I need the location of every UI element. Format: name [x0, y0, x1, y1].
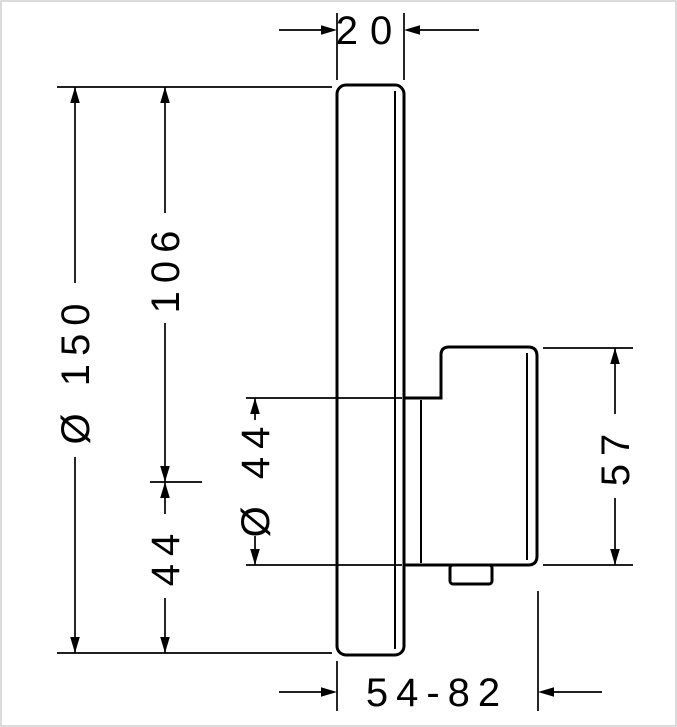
- dim-handle-height: 57: [543, 347, 639, 566]
- dim-plate-diameter: Ø 150: [51, 86, 332, 654]
- label-mask: [51, 283, 99, 457]
- label-mask: [141, 213, 189, 323]
- dim-handle-base-diameter: Ø 44: [231, 397, 402, 566]
- dim-wall-projection: 54-82: [279, 591, 602, 715]
- arrowhead-down-icon: [160, 466, 170, 482]
- arrowhead-up-icon: [160, 87, 170, 103]
- dim-label-axis-to-bottom: 44: [144, 526, 188, 587]
- arrowhead-down-icon: [250, 549, 260, 565]
- arrowhead-up-icon: [250, 398, 260, 414]
- arrowhead-up-icon: [160, 482, 170, 498]
- handle-outline: [402, 345, 539, 567]
- handle-clip: [448, 563, 494, 586]
- dim-label-handle-height: 57: [594, 426, 638, 487]
- dim-label-wall-projection: 54-82: [366, 671, 508, 715]
- label-mask: [141, 514, 189, 598]
- faceplate-outline: [335, 83, 406, 657]
- dim-label-handle-base-diameter: Ø 44: [234, 419, 278, 538]
- arrowhead-left-icon: [538, 687, 554, 697]
- label-mask: [591, 414, 639, 498]
- arrowhead-down-icon: [70, 637, 80, 653]
- dim-label-plate-diameter: Ø 150: [54, 296, 98, 445]
- label-mask: [231, 420, 279, 536]
- arrowhead-down-icon: [610, 549, 620, 565]
- arrowhead-up-icon: [70, 87, 80, 103]
- dim-axis-to-bottom: 44: [141, 482, 189, 653]
- dim-top-to-axis: 106: [141, 87, 202, 483]
- dim-label-plate-thickness: 20: [336, 9, 405, 53]
- arrowhead-left-icon: [404, 25, 420, 35]
- dim-label-top-to-axis: 106: [144, 223, 188, 314]
- dim-plate-thickness: 20: [279, 9, 479, 80]
- arrowhead-right-icon: [321, 25, 337, 35]
- arrowhead-up-icon: [610, 348, 620, 364]
- handle-profile: [402, 345, 539, 586]
- arrowhead-down-icon: [160, 637, 170, 653]
- arrowhead-right-icon: [321, 687, 337, 697]
- faceplate-profile: [335, 83, 406, 657]
